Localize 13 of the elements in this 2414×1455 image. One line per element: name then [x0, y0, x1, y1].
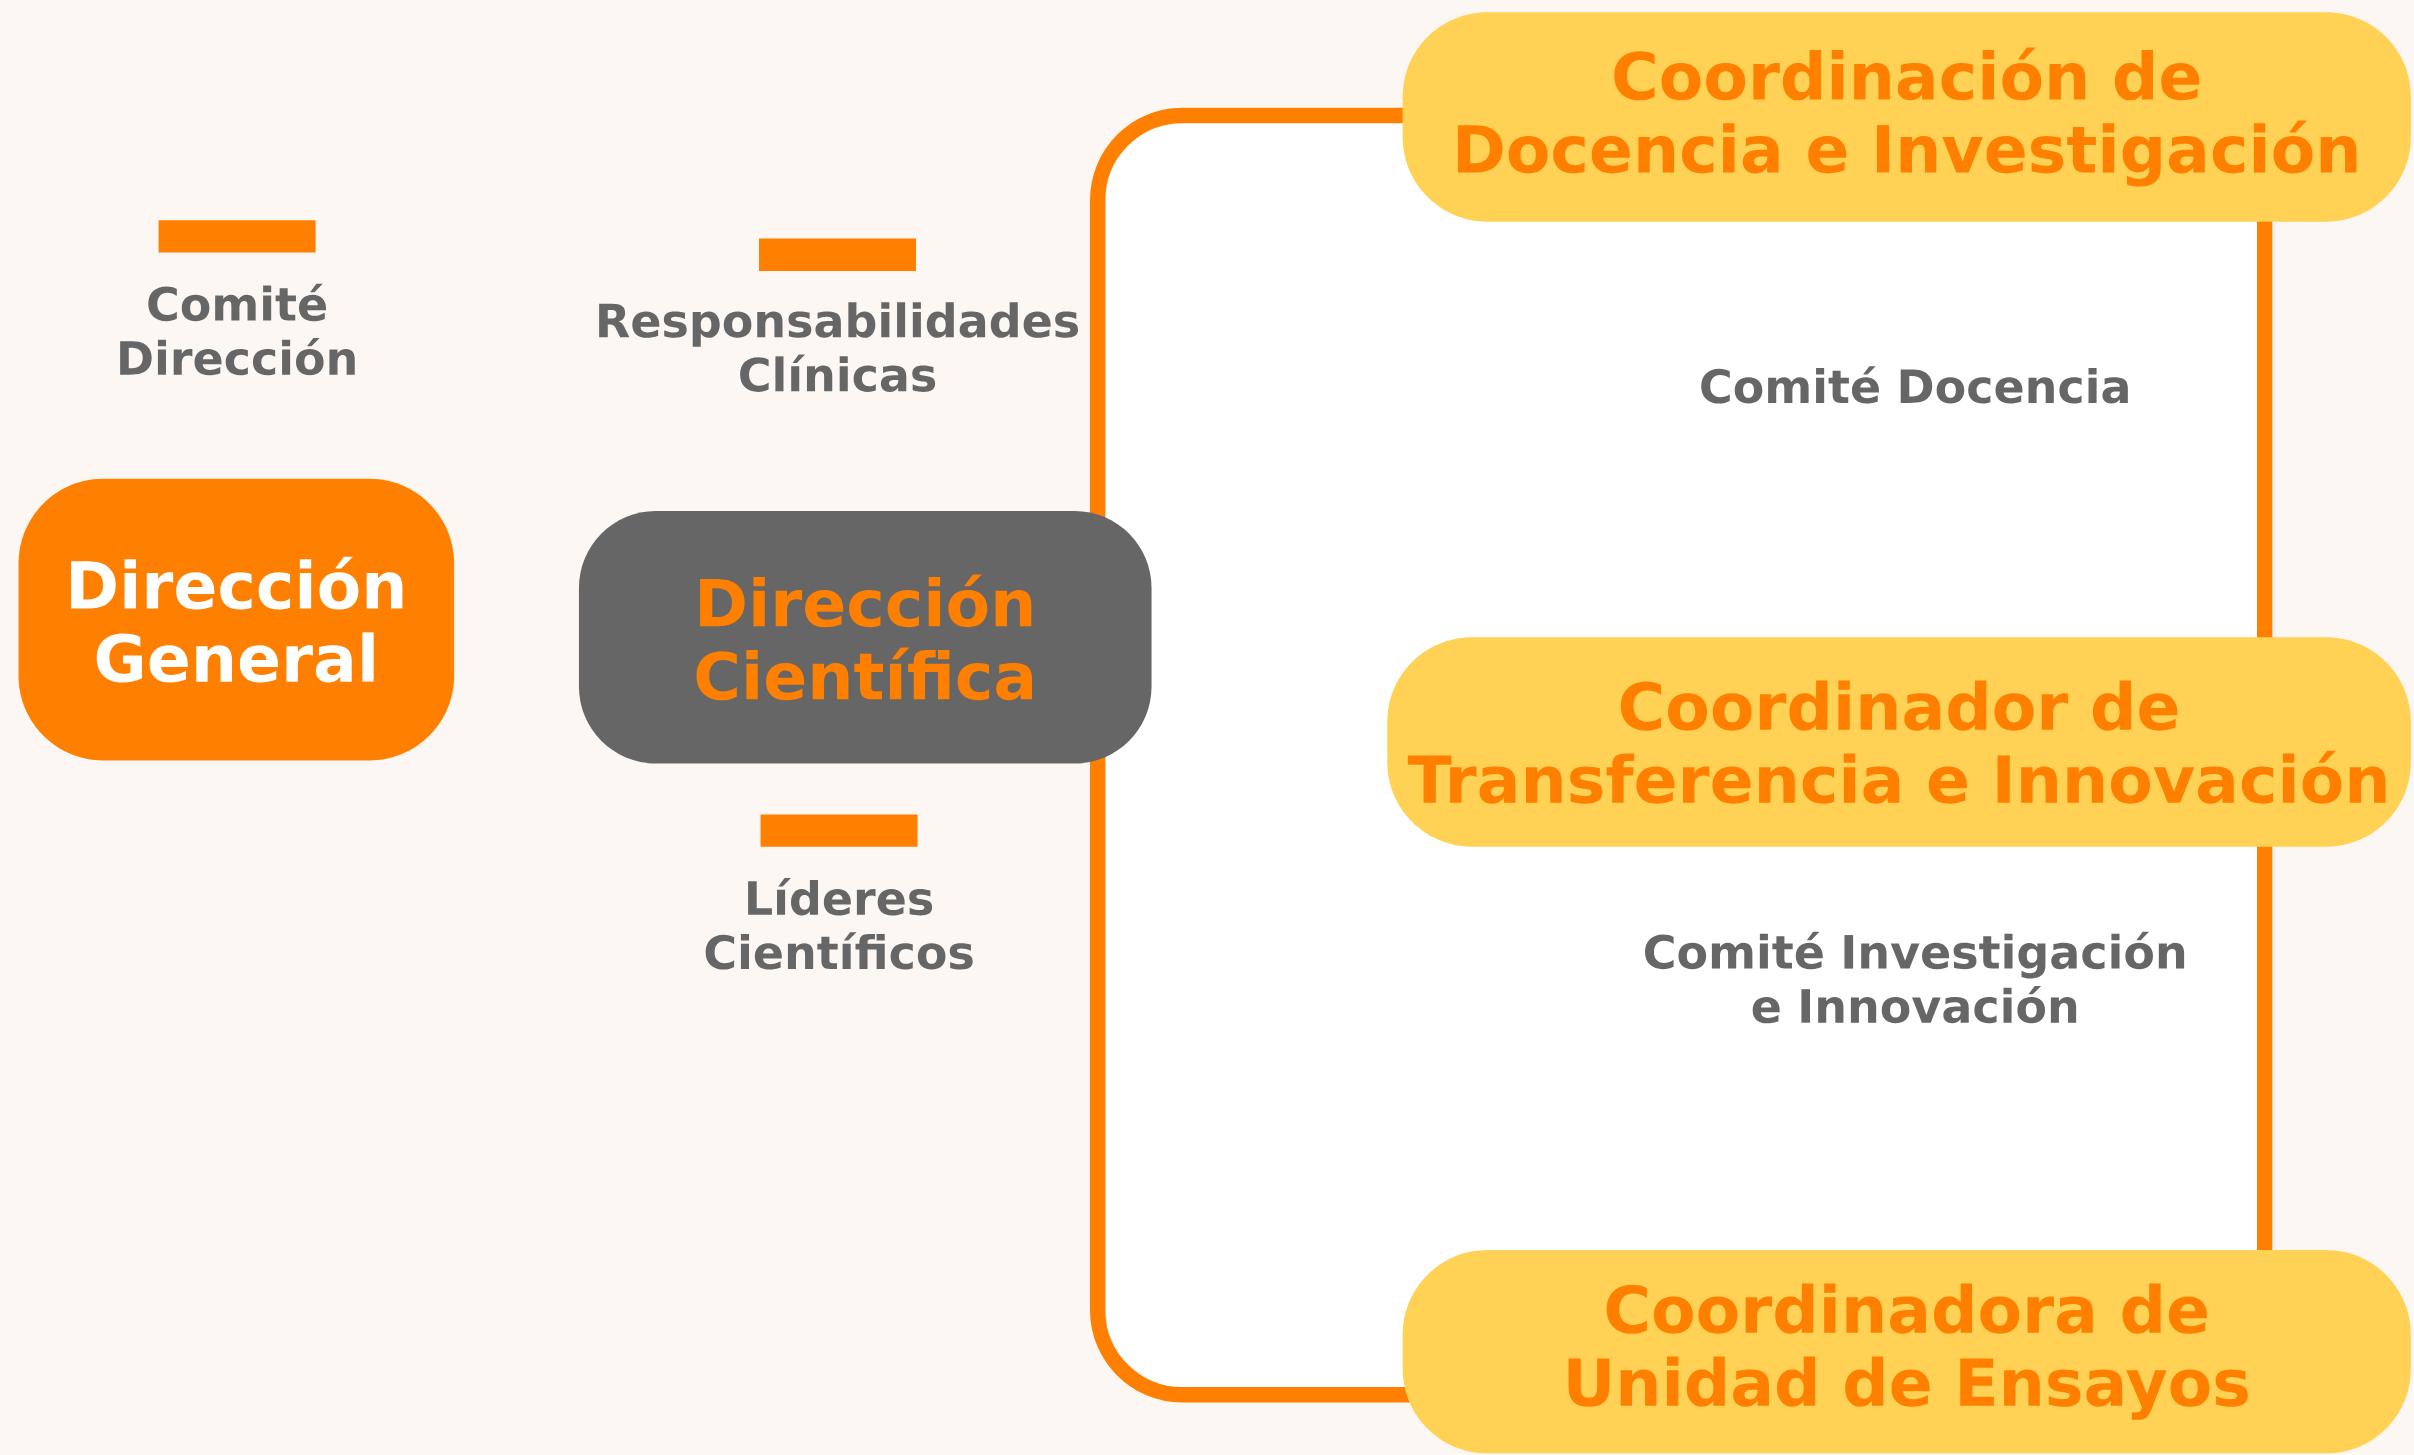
label: Comité Investigación e Innovación	[1645, 931, 2185, 1024]
label: Responsabilidades Clínicas	[599, 302, 1078, 392]
label: Líderes Científicos	[705, 878, 973, 970]
rounded-box: Coordinadora de Unidad de Ensayos	[1402, 1250, 2411, 1454]
rounded-box: Coordinación de Docencia e Investigación	[1402, 12, 2411, 222]
bar	[158, 220, 316, 253]
rounded-box: Coordinador de Transferencia e Innovación	[1387, 637, 2411, 847]
bar	[759, 238, 916, 271]
bar	[760, 814, 918, 847]
label: Comité Dirección	[120, 283, 355, 376]
label: Comité Docencia	[1701, 366, 2128, 404]
rounded-box: Dirección General	[18, 478, 455, 761]
rounded-box: Dirección Científica	[578, 511, 1152, 764]
